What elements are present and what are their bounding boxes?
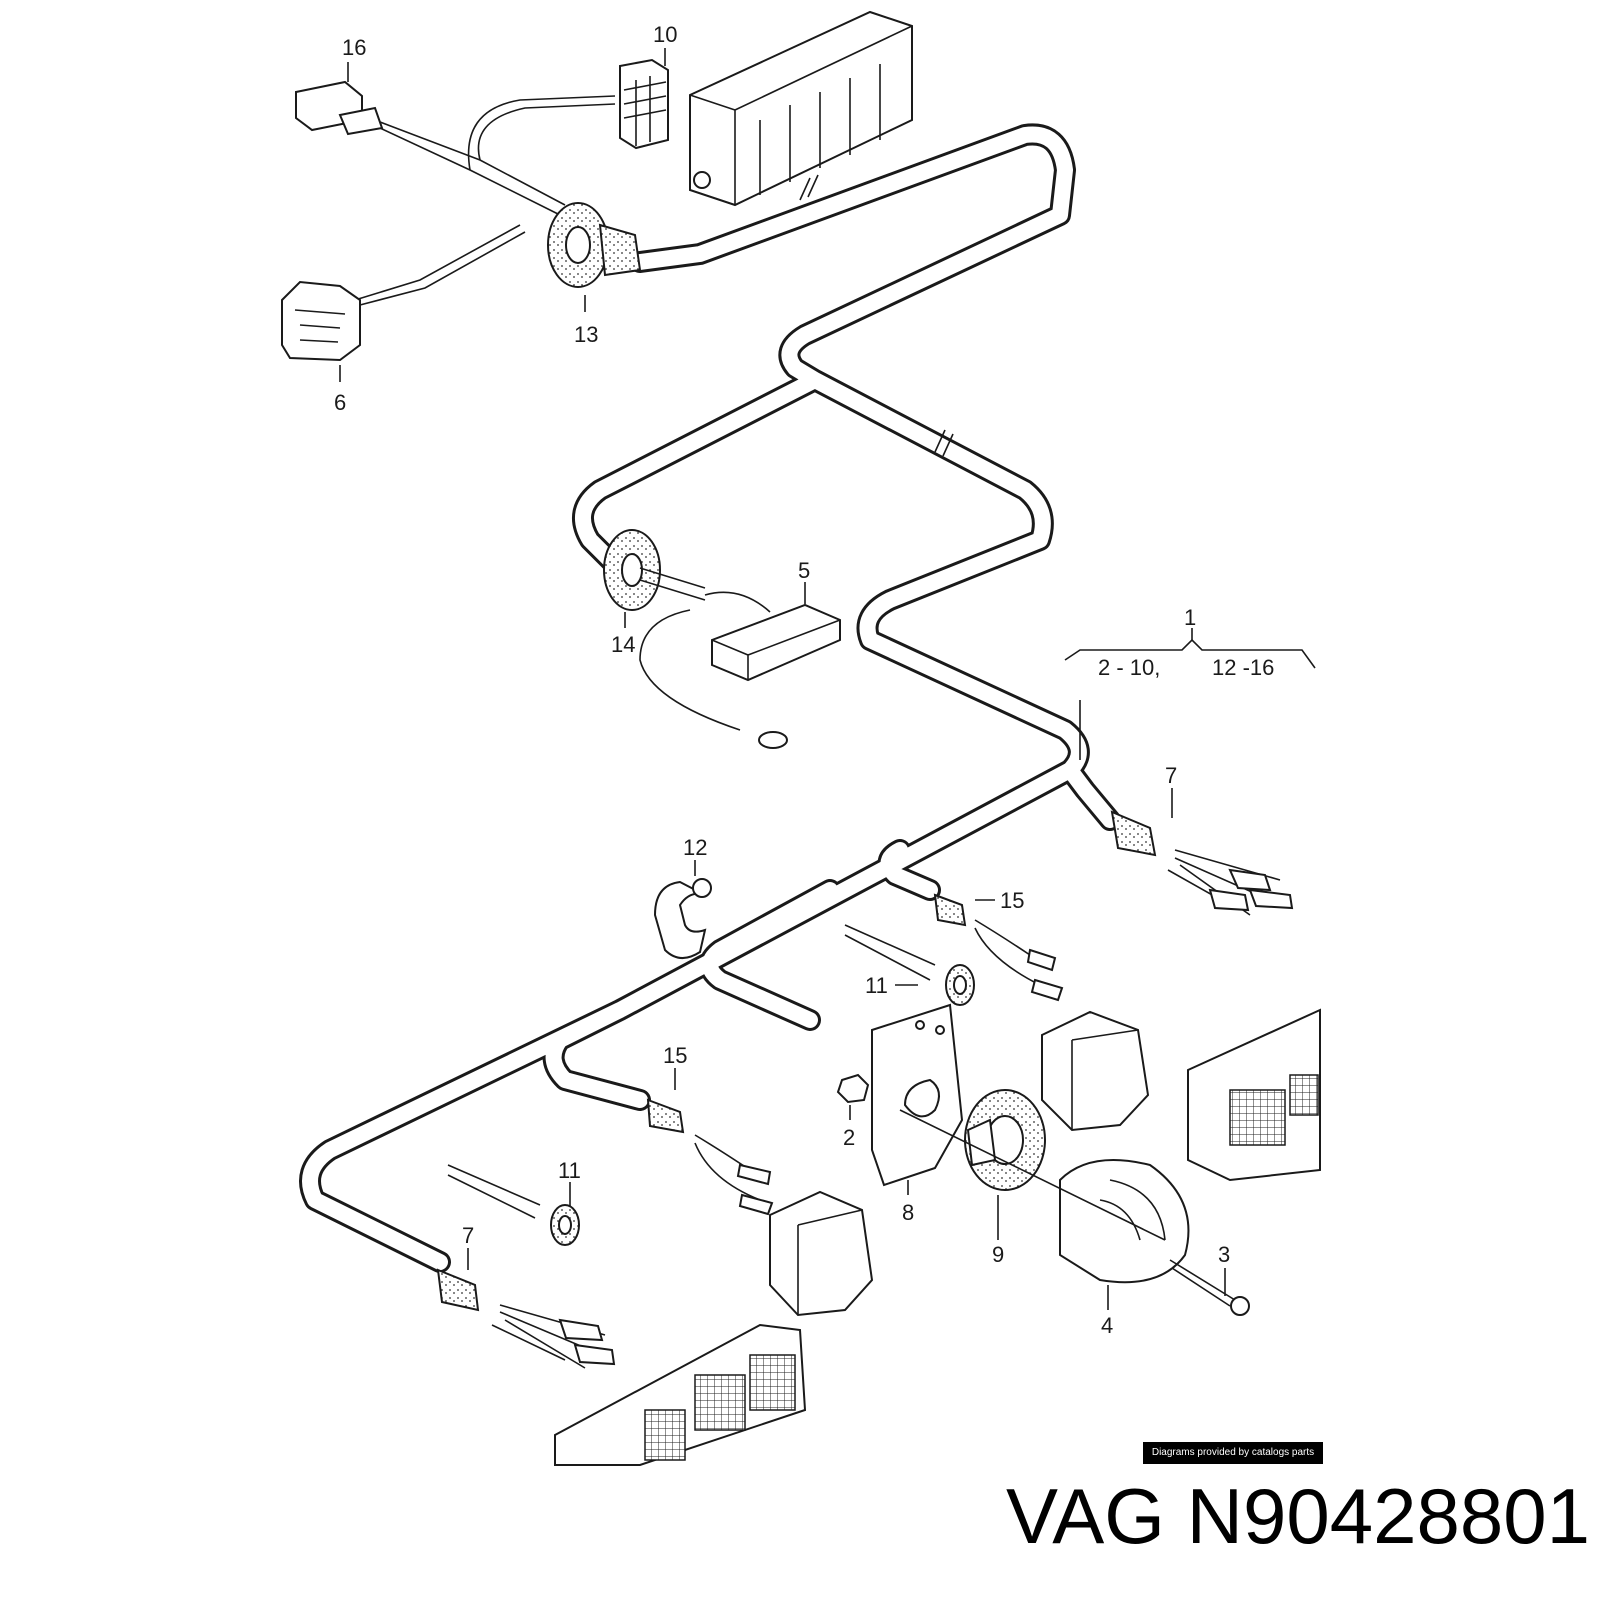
callout-16: 16 xyxy=(342,35,366,60)
sleeve-15-lower xyxy=(646,1098,774,1216)
callout-5: 5 xyxy=(798,558,810,583)
callout-2: 2 xyxy=(843,1125,855,1150)
callout-14: 14 xyxy=(611,632,635,657)
callout-8: 8 xyxy=(902,1200,914,1225)
mounting-plate-8 xyxy=(871,1003,964,1187)
connector-16 xyxy=(295,80,384,136)
callout-13: 13 xyxy=(574,322,598,347)
group-right-range: 12 -16 xyxy=(1212,655,1274,680)
diagram-credit-badge: Diagrams provided by catalogs parts xyxy=(1143,1442,1323,1464)
sleeve-15-upper xyxy=(933,893,1064,1002)
lamp-socket-9 xyxy=(964,1089,1046,1191)
clip-12 xyxy=(653,878,712,959)
relay-box xyxy=(689,10,913,207)
grommet-14 xyxy=(603,529,706,611)
connector-6 xyxy=(281,280,361,362)
nut-2 xyxy=(836,1073,870,1104)
connector-5 xyxy=(639,591,841,749)
tail-light-right xyxy=(1187,1008,1321,1182)
leader-lines xyxy=(339,48,1316,1310)
callout-10: 10 xyxy=(653,22,677,47)
callout-11-upper: 11 xyxy=(865,973,888,998)
callout-labels: 16 10 13 6 5 14 1 2 - 10, 12 -16 7 12 15… xyxy=(334,22,1274,1338)
main-harness xyxy=(299,123,1121,1273)
callout-15-lower: 15 xyxy=(663,1043,687,1068)
side-lamp-upper xyxy=(1041,1010,1150,1132)
grommet-11-upper xyxy=(844,924,975,1006)
sleeve-7-left xyxy=(436,1268,616,1369)
callout-7-lower: 7 xyxy=(462,1223,474,1248)
callout-6: 6 xyxy=(334,390,346,415)
grommet-13 xyxy=(547,202,642,288)
side-lamp-lower xyxy=(769,1190,874,1317)
callout-3: 3 xyxy=(1218,1242,1230,1267)
callout-7-upper: 7 xyxy=(1165,763,1177,788)
screw-3 xyxy=(1169,1259,1250,1316)
tail-light-left xyxy=(554,1323,807,1466)
group-left-range: 2 - 10, xyxy=(1098,655,1160,680)
sleeve-7-right xyxy=(1110,810,1294,916)
part-number-title: VAG N90428801 xyxy=(1006,1472,1590,1560)
connector-10 xyxy=(619,58,669,150)
callout-12: 12 xyxy=(683,835,707,860)
callout-11-lower: 11 xyxy=(558,1158,581,1183)
upper-thin-wires xyxy=(354,95,616,306)
grommet-11-lower xyxy=(447,1164,580,1246)
lamp-housing-4 xyxy=(899,1109,1190,1284)
callout-15-upper: 15 xyxy=(1000,888,1024,913)
callout-1: 1 xyxy=(1184,605,1196,630)
callout-4: 4 xyxy=(1101,1313,1113,1338)
callout-9: 9 xyxy=(992,1242,1004,1267)
